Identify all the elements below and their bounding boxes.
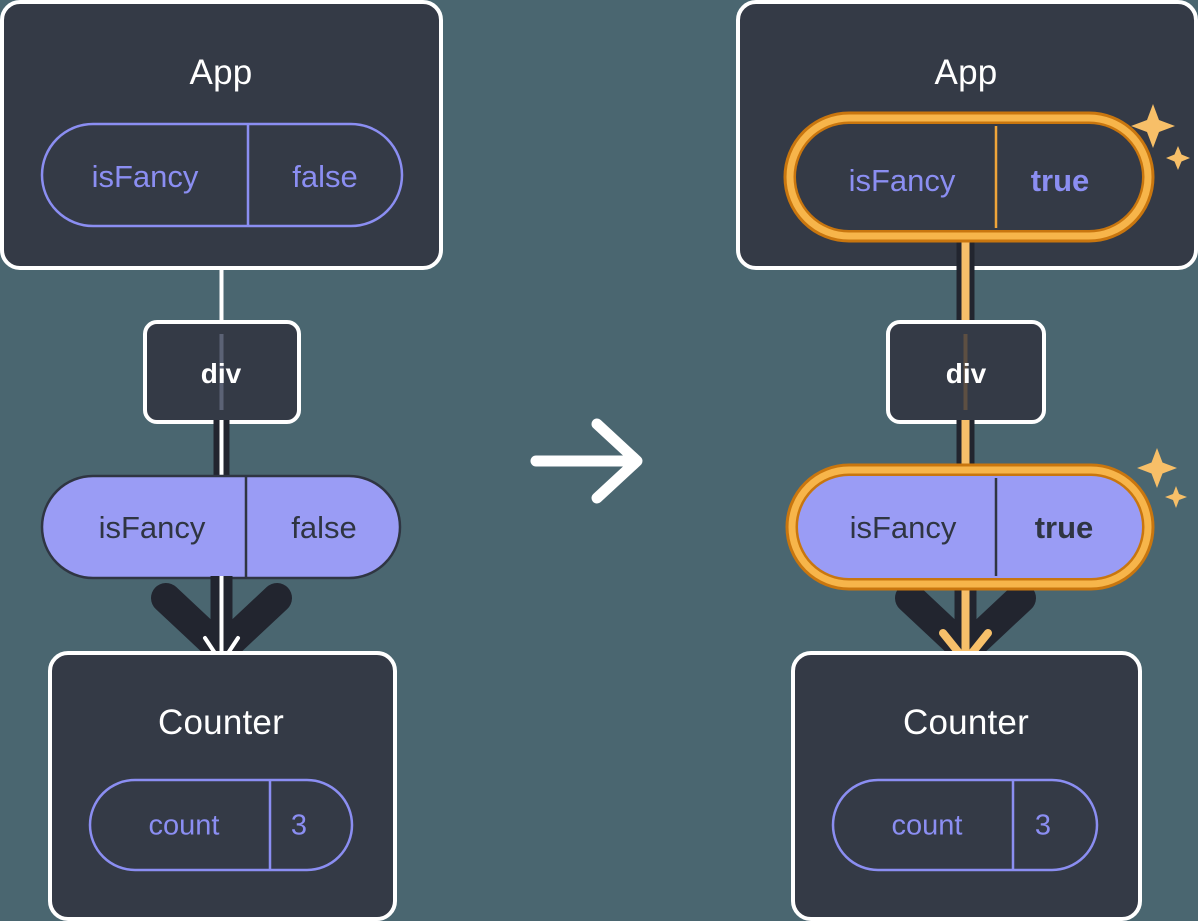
before-counter-prop-pill — [88, 778, 354, 872]
after-app-prop-highlight-inner — [786, 114, 1152, 240]
after-passed-prop-highlight-inner — [788, 466, 1152, 588]
after-counter-box — [791, 651, 1142, 921]
after-sparkle-bottom-small — [1165, 486, 1187, 508]
before-passed-prop-pill — [40, 474, 402, 580]
before-counter-box — [48, 651, 397, 921]
before-app-box — [0, 0, 443, 270]
after-sparkle-top-large — [1131, 104, 1175, 148]
after-sparkle-bottom-large — [1137, 448, 1177, 488]
before-app-prop-pill — [40, 122, 404, 228]
after-passed-prop-pill — [798, 476, 1142, 578]
after-app-prop-pill — [796, 124, 1142, 230]
transition-arrow-icon — [530, 418, 643, 504]
after-sparkle-top-small — [1166, 146, 1190, 170]
after-counter-prop-pill — [831, 778, 1099, 872]
